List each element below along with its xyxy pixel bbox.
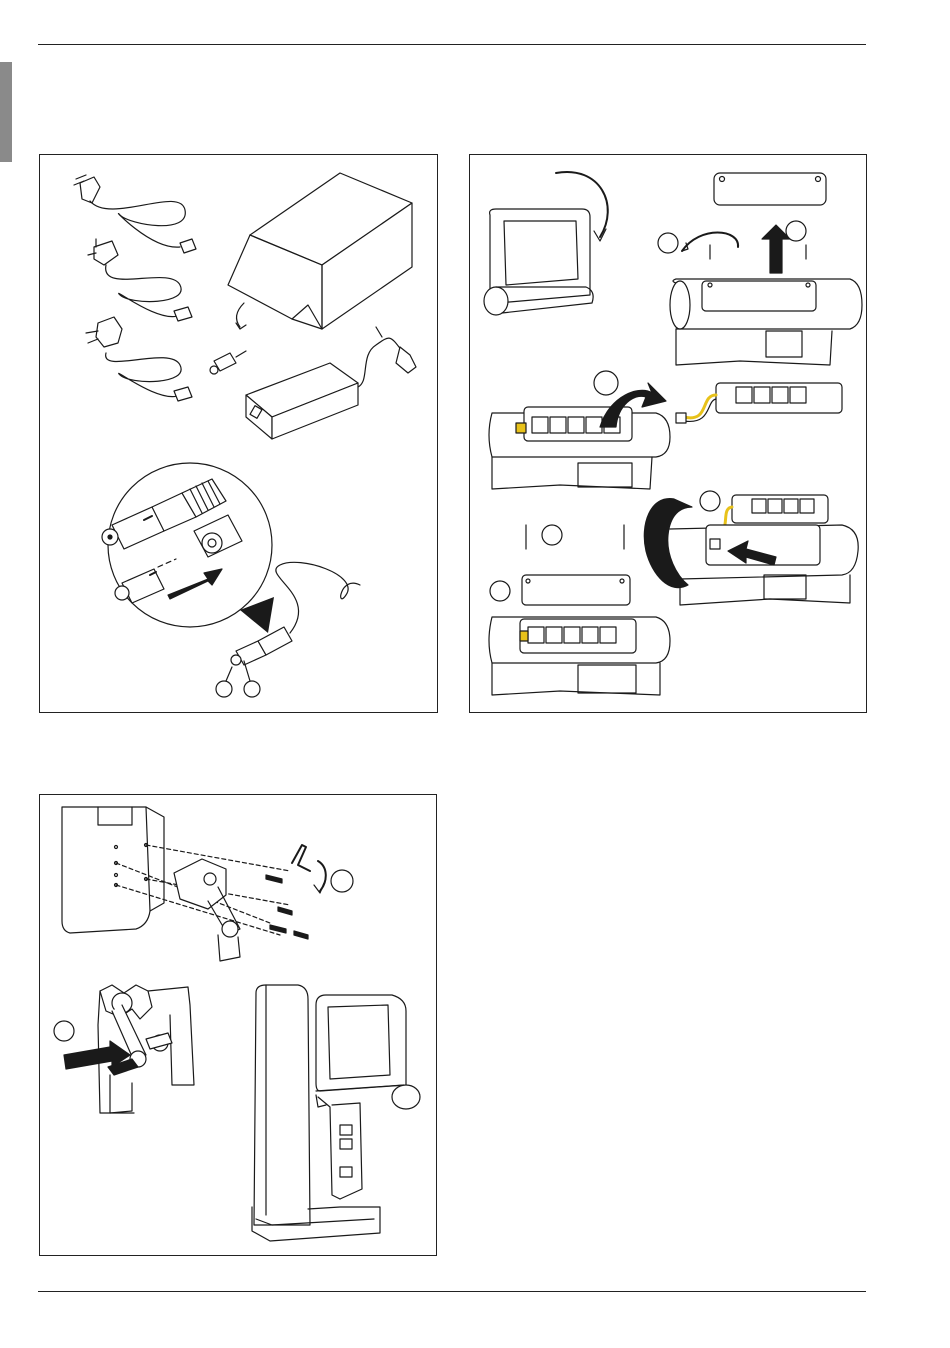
bracket-screws-icon (62, 807, 308, 961)
power-supply-figure (39, 154, 438, 713)
step-marker (786, 221, 806, 241)
section-tab (0, 62, 12, 162)
step-marker (490, 581, 510, 601)
header-rule (38, 44, 866, 45)
mounting-bracket-figure (39, 794, 437, 1256)
step-marker (594, 371, 618, 395)
step-marker (658, 233, 678, 253)
battery-replacement-figure (469, 154, 867, 713)
hex-key-icon (292, 845, 353, 893)
step-marker (54, 1021, 74, 1041)
battery-pack-icon (489, 371, 842, 489)
mounted-monitor-icon (252, 985, 420, 1241)
step-marker (216, 681, 232, 697)
pin-insert-icon (54, 985, 194, 1113)
step-marker (331, 870, 353, 892)
step-marker (542, 525, 562, 545)
battery-insert-icon (644, 491, 858, 605)
step-marker (244, 681, 260, 697)
footer-rule (38, 1291, 866, 1292)
step-marker (700, 491, 720, 511)
monitor-rotate-icon (484, 172, 608, 315)
plug-adapters-icon (74, 175, 196, 401)
power-adapter-icon (210, 327, 416, 439)
connector-detail-icon (102, 463, 360, 697)
cover-removal-icon (658, 173, 862, 365)
open-box-icon (228, 173, 412, 329)
cover-refit-icon (489, 525, 670, 695)
